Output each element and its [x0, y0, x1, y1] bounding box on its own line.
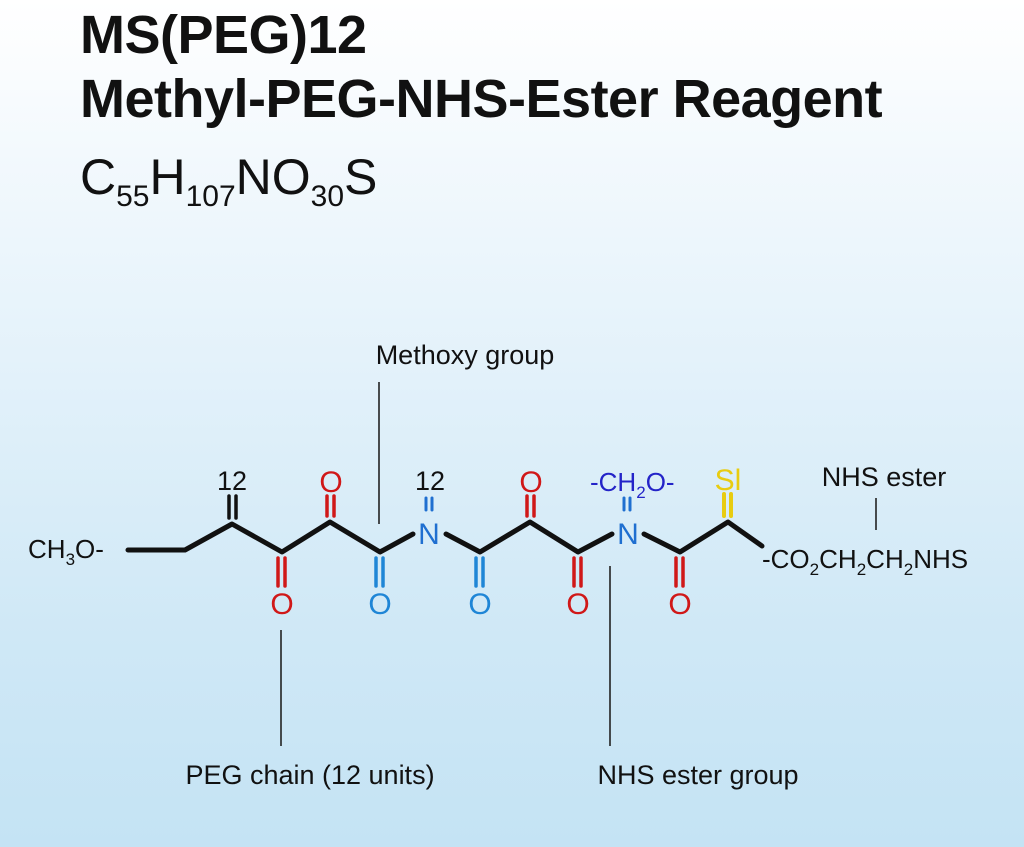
nitrogen-atom: N: [418, 518, 440, 551]
double-bond-black: [227, 494, 238, 520]
sulfur-atom: Sl: [715, 464, 742, 497]
backbone-chain-middle: [443, 519, 615, 555]
label-nhs-ester-group: NHS ester group: [597, 760, 798, 790]
label-nhs-ester: NHS ester: [822, 462, 947, 492]
oxygen-atom: O: [519, 466, 542, 499]
formula-carbon-count: 55: [116, 180, 150, 213]
formula-hydrogen-count: 107: [185, 180, 236, 213]
leader-lines: [280, 382, 877, 746]
double-bonds-red-up: [325, 494, 536, 518]
double-bonds-nitrogen: [424, 496, 632, 512]
oxygen-atom: O: [319, 466, 342, 499]
oxygen-atom: O: [368, 588, 391, 621]
formula-no: NO: [235, 149, 311, 205]
backbone-chain: [125, 519, 416, 555]
oxygen-atom: O: [668, 588, 691, 621]
nhs-terminal-group: -CO2CH2CH2NHS: [762, 544, 968, 579]
molecular-formula: C55H107NO30S: [80, 149, 378, 212]
label-peg-chain: PEG chain (12 units): [185, 760, 434, 790]
formula-hydrogen: H: [149, 149, 186, 205]
backbone-chain-right: [641, 519, 765, 555]
oxygen-atom: O: [468, 588, 491, 621]
formula-oxygen-count: 30: [310, 180, 345, 213]
backbone-bonds: [125, 519, 765, 555]
methyl-terminal-group: CH3O-: [28, 534, 104, 569]
ch2o-group: -CH2O-: [590, 467, 675, 502]
formula-sulfur: S: [344, 149, 378, 205]
formula-carbon: C: [80, 149, 117, 205]
title-line-2: Methyl-PEG-NHS-Ester Reagent: [80, 69, 883, 129]
double-bond-sulfur: [722, 492, 733, 518]
double-bonds-blue-down: [374, 556, 485, 588]
repeat-count-middle: 12: [415, 466, 445, 496]
oxygen-atom: O: [270, 588, 293, 621]
repeat-count-left: 12: [217, 466, 247, 496]
title-line-1: MS(PEG)12: [80, 5, 367, 65]
double-bonds-red-down: [276, 556, 685, 588]
nitrogen-atom: N: [617, 518, 639, 551]
atoms: O O O O O O O N N Sl: [270, 464, 741, 621]
oxygen-atom: O: [566, 588, 589, 621]
label-methoxy-group: Methoxy group: [376, 340, 555, 370]
